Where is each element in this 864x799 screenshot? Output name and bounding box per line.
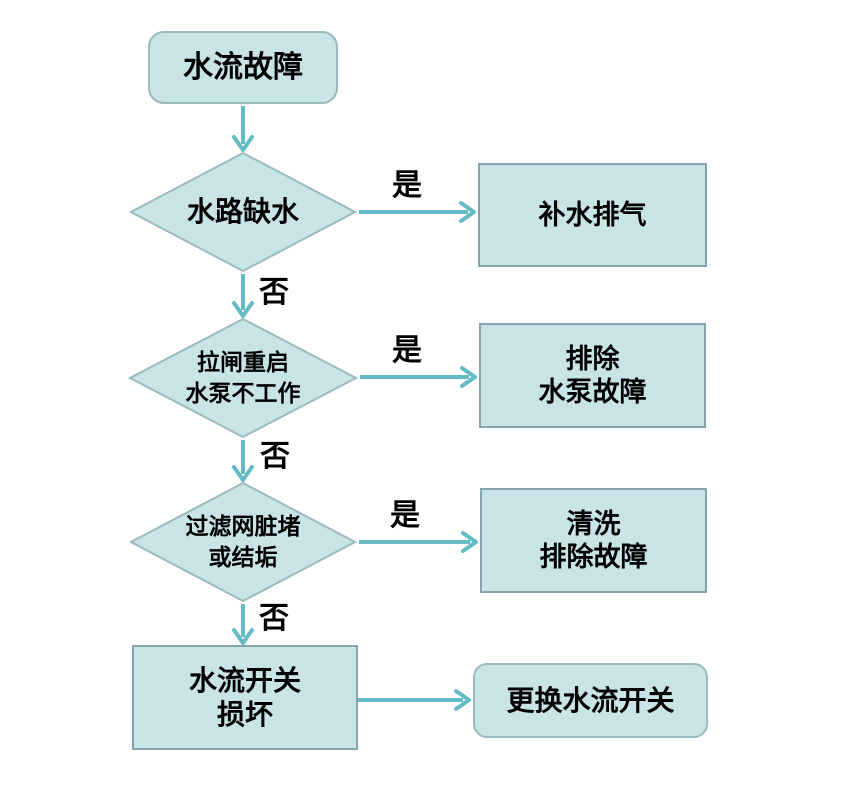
action-label-line2: 排除故障 [539,541,648,572]
edge-label-no-2: 否 [260,440,290,473]
decision-filter-clogged: 过滤网脏堵 或结垢 [129,482,357,602]
start-node-label: 水流故障 [183,50,303,84]
diamond-shape [128,318,358,438]
cause-label-line2: 损坏 [216,698,273,730]
action-refill-vent: 补水排气 [478,163,707,267]
decision-water-shortage: 水路缺水 [129,152,357,272]
decision-label-line1: 过滤网脏堵 [185,513,301,539]
diamond-shape [129,482,357,602]
arrow-d3-to-cause [232,604,254,645]
cause-label-line1: 水流开关 [188,664,301,696]
decision-label-line2: 水泵不工作 [185,380,301,406]
action-clean-filter: 清洗 排除故障 [480,488,707,593]
arrow-start-to-d1 [232,106,254,152]
diamond-shape [129,152,357,272]
edge-label-yes-1: 是 [392,169,422,202]
arrow-d2-to-action2 [360,366,477,388]
final-action-node: 更换水流开关 [473,663,708,738]
arrow-cause-to-final [358,689,471,711]
decision-label-line1: 拉闸重启 [197,349,289,375]
edge-label-yes-2: 是 [392,334,422,367]
arrow-d1-to-d2 [232,274,254,318]
edge-label-no-1: 否 [259,276,289,309]
final-action-label: 更换水流开关 [506,684,675,716]
arrow-d2-to-d3 [232,440,254,482]
decision-label: 水路缺水 [186,196,299,227]
cause-flow-switch-damaged: 水流开关 损坏 [132,645,358,750]
edge-label-no-3: 否 [259,602,289,635]
action-label-line2: 水泵故障 [538,376,647,407]
action-label: 补水排气 [538,199,647,230]
arrow-d1-to-action1 [359,201,476,223]
action-label-line1: 清洗 [566,508,621,539]
start-node: 水流故障 [148,31,338,104]
arrow-d3-to-action3 [359,531,478,553]
action-label-line1: 排除 [565,343,620,374]
action-fix-pump: 排除 水泵故障 [479,323,706,428]
decision-pump-not-working: 拉闸重启 水泵不工作 [128,318,358,438]
edge-label-yes-3: 是 [390,499,420,532]
decision-label-line2: 或结垢 [208,544,278,570]
